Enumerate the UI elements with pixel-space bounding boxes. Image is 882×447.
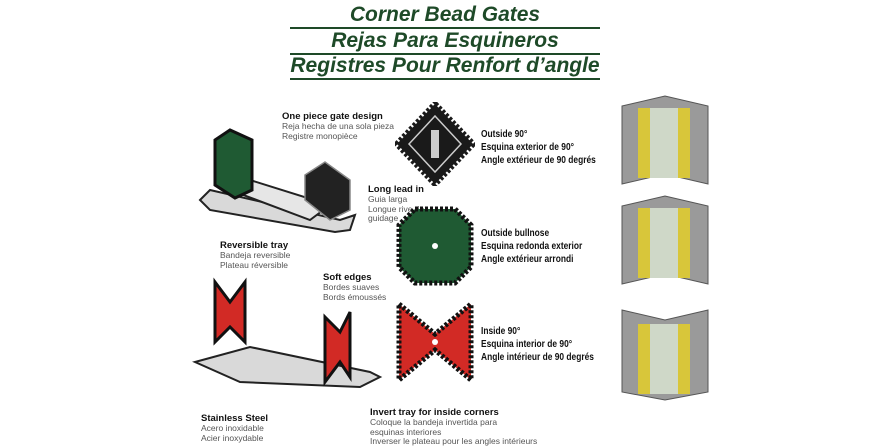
gate-type-label: Inside 90°Esquina interior de 90°Angle i… (481, 325, 594, 363)
title-rule (290, 53, 600, 55)
gate-outside-90 (395, 102, 475, 186)
title-rule (290, 78, 600, 80)
corner-outside-bullnose (621, 195, 709, 285)
corner-inside-90 (621, 309, 709, 401)
gate-type-label: Outside 90°Esquina exterior de 90°Angle … (481, 128, 596, 166)
gate-inside-90 (396, 300, 474, 384)
inside-tray-illustration (192, 277, 383, 389)
title-fr: Registres Pour Renfort d’angle (290, 54, 600, 77)
title-rule (290, 27, 600, 29)
corner-outside-90 (621, 95, 709, 185)
gate-outside-bullnose (396, 206, 474, 286)
outside-tray-illustration (198, 128, 357, 234)
title-en: Corner Bead Gates (349, 3, 541, 26)
title-es: Rejas Para Esquineros (331, 29, 559, 52)
